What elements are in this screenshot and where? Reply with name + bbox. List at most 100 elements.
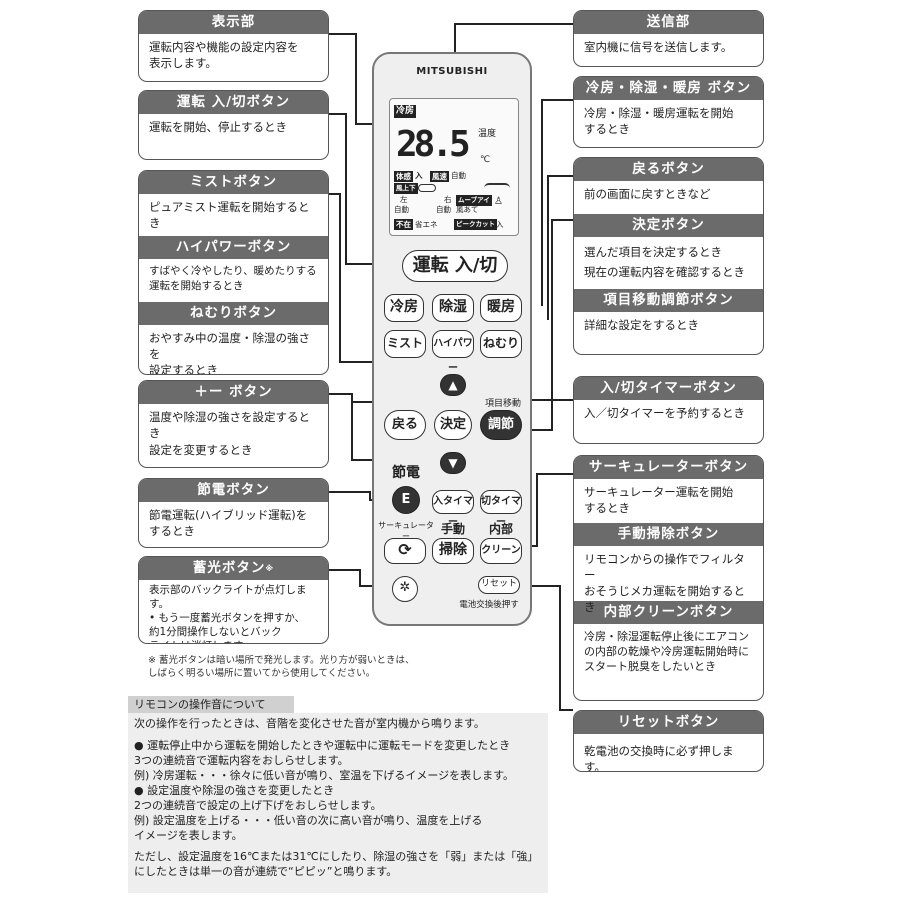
timer-on-button[interactable]: 入タイマー [432, 490, 474, 514]
callout-circulator-group: サーキュレーターボタン サーキュレーター運転を開始 するとき 手動掃除ボタン リ… [573, 455, 764, 701]
lcd-taikan-value: 入 [415, 171, 423, 181]
callout-text: 選んだ項目を決定するとき 現在の運転内容を確認するとき [574, 237, 763, 289]
callout-text: 温度や除湿の強さを設定するとき [139, 404, 328, 442]
callout-plusminus: ＋ー ボタン 温度や除湿の強さを設定するとき 設定を変更するとき [138, 380, 329, 468]
callout-text: 入／切タイマーを予約するとき [574, 400, 763, 421]
lcd-right: 右 [444, 195, 452, 205]
lcd-mode: 冷房 [394, 105, 416, 118]
vane-icon [484, 183, 510, 188]
lcd-peak: ピークカット [454, 219, 497, 230]
callout-mode: 冷房・除湿・暖房 ボタン 冷房・除湿・暖房運転を開始 するとき [573, 76, 764, 148]
inner-clean-button[interactable]: クリーン [480, 538, 522, 564]
minus-button[interactable]: ▼ [440, 452, 466, 474]
callout-power: 運転 入/切ボタン 運転を開始、停止するとき [138, 90, 329, 160]
dry-button[interactable]: 除湿 [432, 294, 474, 322]
hipower-button[interactable]: ハイパワー [432, 330, 474, 358]
lcd-save: 省エネ [415, 220, 438, 230]
remote-control: MITSUBISHI 冷房 28.5 温度 ℃ 体感 入 風速 自動 風上下 左… [372, 52, 532, 626]
callout-text: おやすみ中の温度・除湿の強さを 設定するとき [139, 325, 328, 375]
callout-text: 運転内容や機能の設定内容を 表示します。 [139, 34, 328, 71]
mist-button[interactable]: ミスト [384, 330, 426, 358]
lcd-temperature: 28.5 [396, 125, 467, 165]
callout-title: ＋ー ボタン [139, 381, 328, 404]
callout-title: 蓄光ボタン [193, 560, 266, 576]
lcd-updown: 風上下 [394, 183, 418, 194]
back-button[interactable]: 戻る [384, 410, 426, 440]
callout-text: 節電運転(ハイブリッド運転)を するとき [139, 502, 328, 539]
callout-text: 冷房・除湿運転停止後にエアコン の内部の乾燥や冷房運転開始時に スタート脱臭をし… [574, 624, 763, 674]
lcd-auto2: 自動 [436, 205, 451, 215]
callout-title: ねむりボタン [139, 302, 328, 325]
callout-back-group: 戻るボタン 前の画面に戻すときなど 決定ボタン 選んだ項目を決定するとき 現在の… [573, 157, 764, 355]
heat-button[interactable]: 暖房 [480, 294, 522, 322]
beep-intro: 次の操作を行ったときは、音階を変化させた音が室内機から鳴ります。 [134, 716, 542, 731]
sleep-button[interactable]: ねむり [480, 330, 522, 358]
callout-title: ミストボタン [139, 171, 328, 194]
plus-button[interactable]: ▲ [440, 374, 466, 396]
eco-button[interactable]: E [392, 486, 420, 514]
callout-transmit: 送信部 室内機に信号を送信します。 [573, 10, 764, 67]
lcd-peak-value: 入 [496, 220, 504, 230]
clean-label: 手動 [432, 520, 474, 537]
brand-logo: MITSUBISHI [374, 66, 530, 77]
callout-text: 室内機に信号を送信します。 [574, 34, 763, 55]
reset-note: 電池交換後押す [450, 598, 528, 610]
timer-off-button[interactable]: 切タイマー [480, 490, 522, 514]
beep-item-1: ● 運転停止中から運転を開始したときや運転中に運転モードを変更したとき 3つの連… [134, 738, 542, 783]
callout-title: リセットボタン [574, 711, 763, 734]
beep-section-title: リモコンの操作音について [128, 696, 294, 713]
move-label: 項目移動 [478, 396, 528, 409]
lcd-temp-label: 温度 [478, 129, 496, 139]
callout-text: 詳細な設定をするとき [574, 312, 763, 333]
lcd-fan-value: 自動 [451, 171, 466, 181]
lcd-left: 左 [400, 195, 408, 205]
lcd-display: 冷房 28.5 温度 ℃ 体感 入 風速 自動 風上下 左 自動 右 自動 ムー… [389, 98, 519, 236]
callout-title: 送信部 [574, 11, 763, 34]
circulator-button[interactable]: ⟳ [384, 538, 426, 564]
callout-text: サーキュレーター運転を開始 するとき [574, 479, 763, 523]
callout-light: 蓄光ボタン※ 表示部のバックライトが点灯します。 • もう一度蓄光ボタンを押すか… [138, 556, 329, 644]
light-note: ※ 蓄光ボタンは暗い場所で発光します。光り方が弱いときは、 しばらく明るい場所に… [148, 654, 415, 680]
callout-title: 項目移動調節ボタン [574, 289, 763, 312]
callout-reset: リセットボタン 乾電池の交換時に必ず押します。 [573, 710, 764, 772]
lcd-unit: ℃ [480, 155, 490, 165]
callout-text: 運転を開始、停止するとき [139, 114, 328, 135]
cool-button[interactable]: 冷房 [384, 294, 424, 322]
person-icon: ♙ [494, 197, 503, 207]
bulb-icon: ✲ [400, 580, 411, 595]
fan-bar-icon [418, 184, 436, 192]
callout-bullet: • もう一度蓄光ボタンを押すか、 約1分間操作しないとバック ライトは消灯します… [139, 611, 328, 644]
lcd-auto1: 自動 [394, 205, 409, 215]
adjust-button[interactable]: 調節 [480, 410, 522, 440]
callout-title: 決定ボタン [574, 214, 763, 237]
callout-title: 表示部 [139, 11, 328, 34]
callout-title: 節電ボタン [139, 479, 328, 502]
callout-title: 運転 入/切ボタン [139, 91, 328, 114]
callout-title: ハイパワーボタン [139, 236, 328, 259]
lcd-fan: 風速 [430, 171, 449, 182]
enter-button[interactable]: 決定 [434, 410, 472, 440]
reset-button[interactable]: リセット [478, 576, 520, 594]
callout-title: 入/切タイマーボタン [574, 377, 763, 400]
callout-title: サーキュレーターボタン [574, 456, 763, 479]
power-button[interactable]: 運転 入/切 [402, 250, 508, 282]
callout-text: 乾電池の交換時に必ず押します。 [574, 734, 763, 772]
callout-title: 手動掃除ボタン [574, 523, 763, 546]
beep-outro: ただし、設定温度を16℃または31℃にしたり、除湿の強さを「弱」または「強」 に… [134, 849, 542, 879]
callout-text: 表示部のバックライトが点灯します。 [139, 580, 328, 611]
lcd-absent: 不在 [394, 219, 413, 230]
lcd-wind: 風あて [456, 205, 478, 215]
clean-button[interactable]: 掃除 [432, 538, 474, 564]
callout-text: すばやく冷やしたり、暖めたりする 運転を開始するとき [139, 259, 328, 302]
callout-timer: 入/切タイマーボタン 入／切タイマーを予約するとき [573, 376, 764, 444]
callout-text: 冷房・除湿・暖房運転を開始 するとき [574, 100, 763, 137]
callout-display: 表示部 運転内容や機能の設定内容を 表示します。 [138, 10, 329, 82]
eco-label: 節電 [378, 462, 434, 482]
callout-text: 前の画面に戻すときなど [574, 181, 763, 214]
light-button[interactable]: ✲ [392, 576, 418, 602]
callout-title: 冷房・除湿・暖房 ボタン [574, 77, 763, 100]
callout-mist-group: ミストボタン ピュアミスト運転を開始するとき ハイパワーボタン すばやく冷やした… [138, 170, 329, 375]
callout-text: リモコンからの操作でフィルター おそうじメカ運転を開始するとき [574, 546, 763, 601]
callout-title: 戻るボタン [574, 158, 763, 181]
callout-eco: 節電ボタン 節電運転(ハイブリッド運転)を するとき [138, 478, 329, 548]
